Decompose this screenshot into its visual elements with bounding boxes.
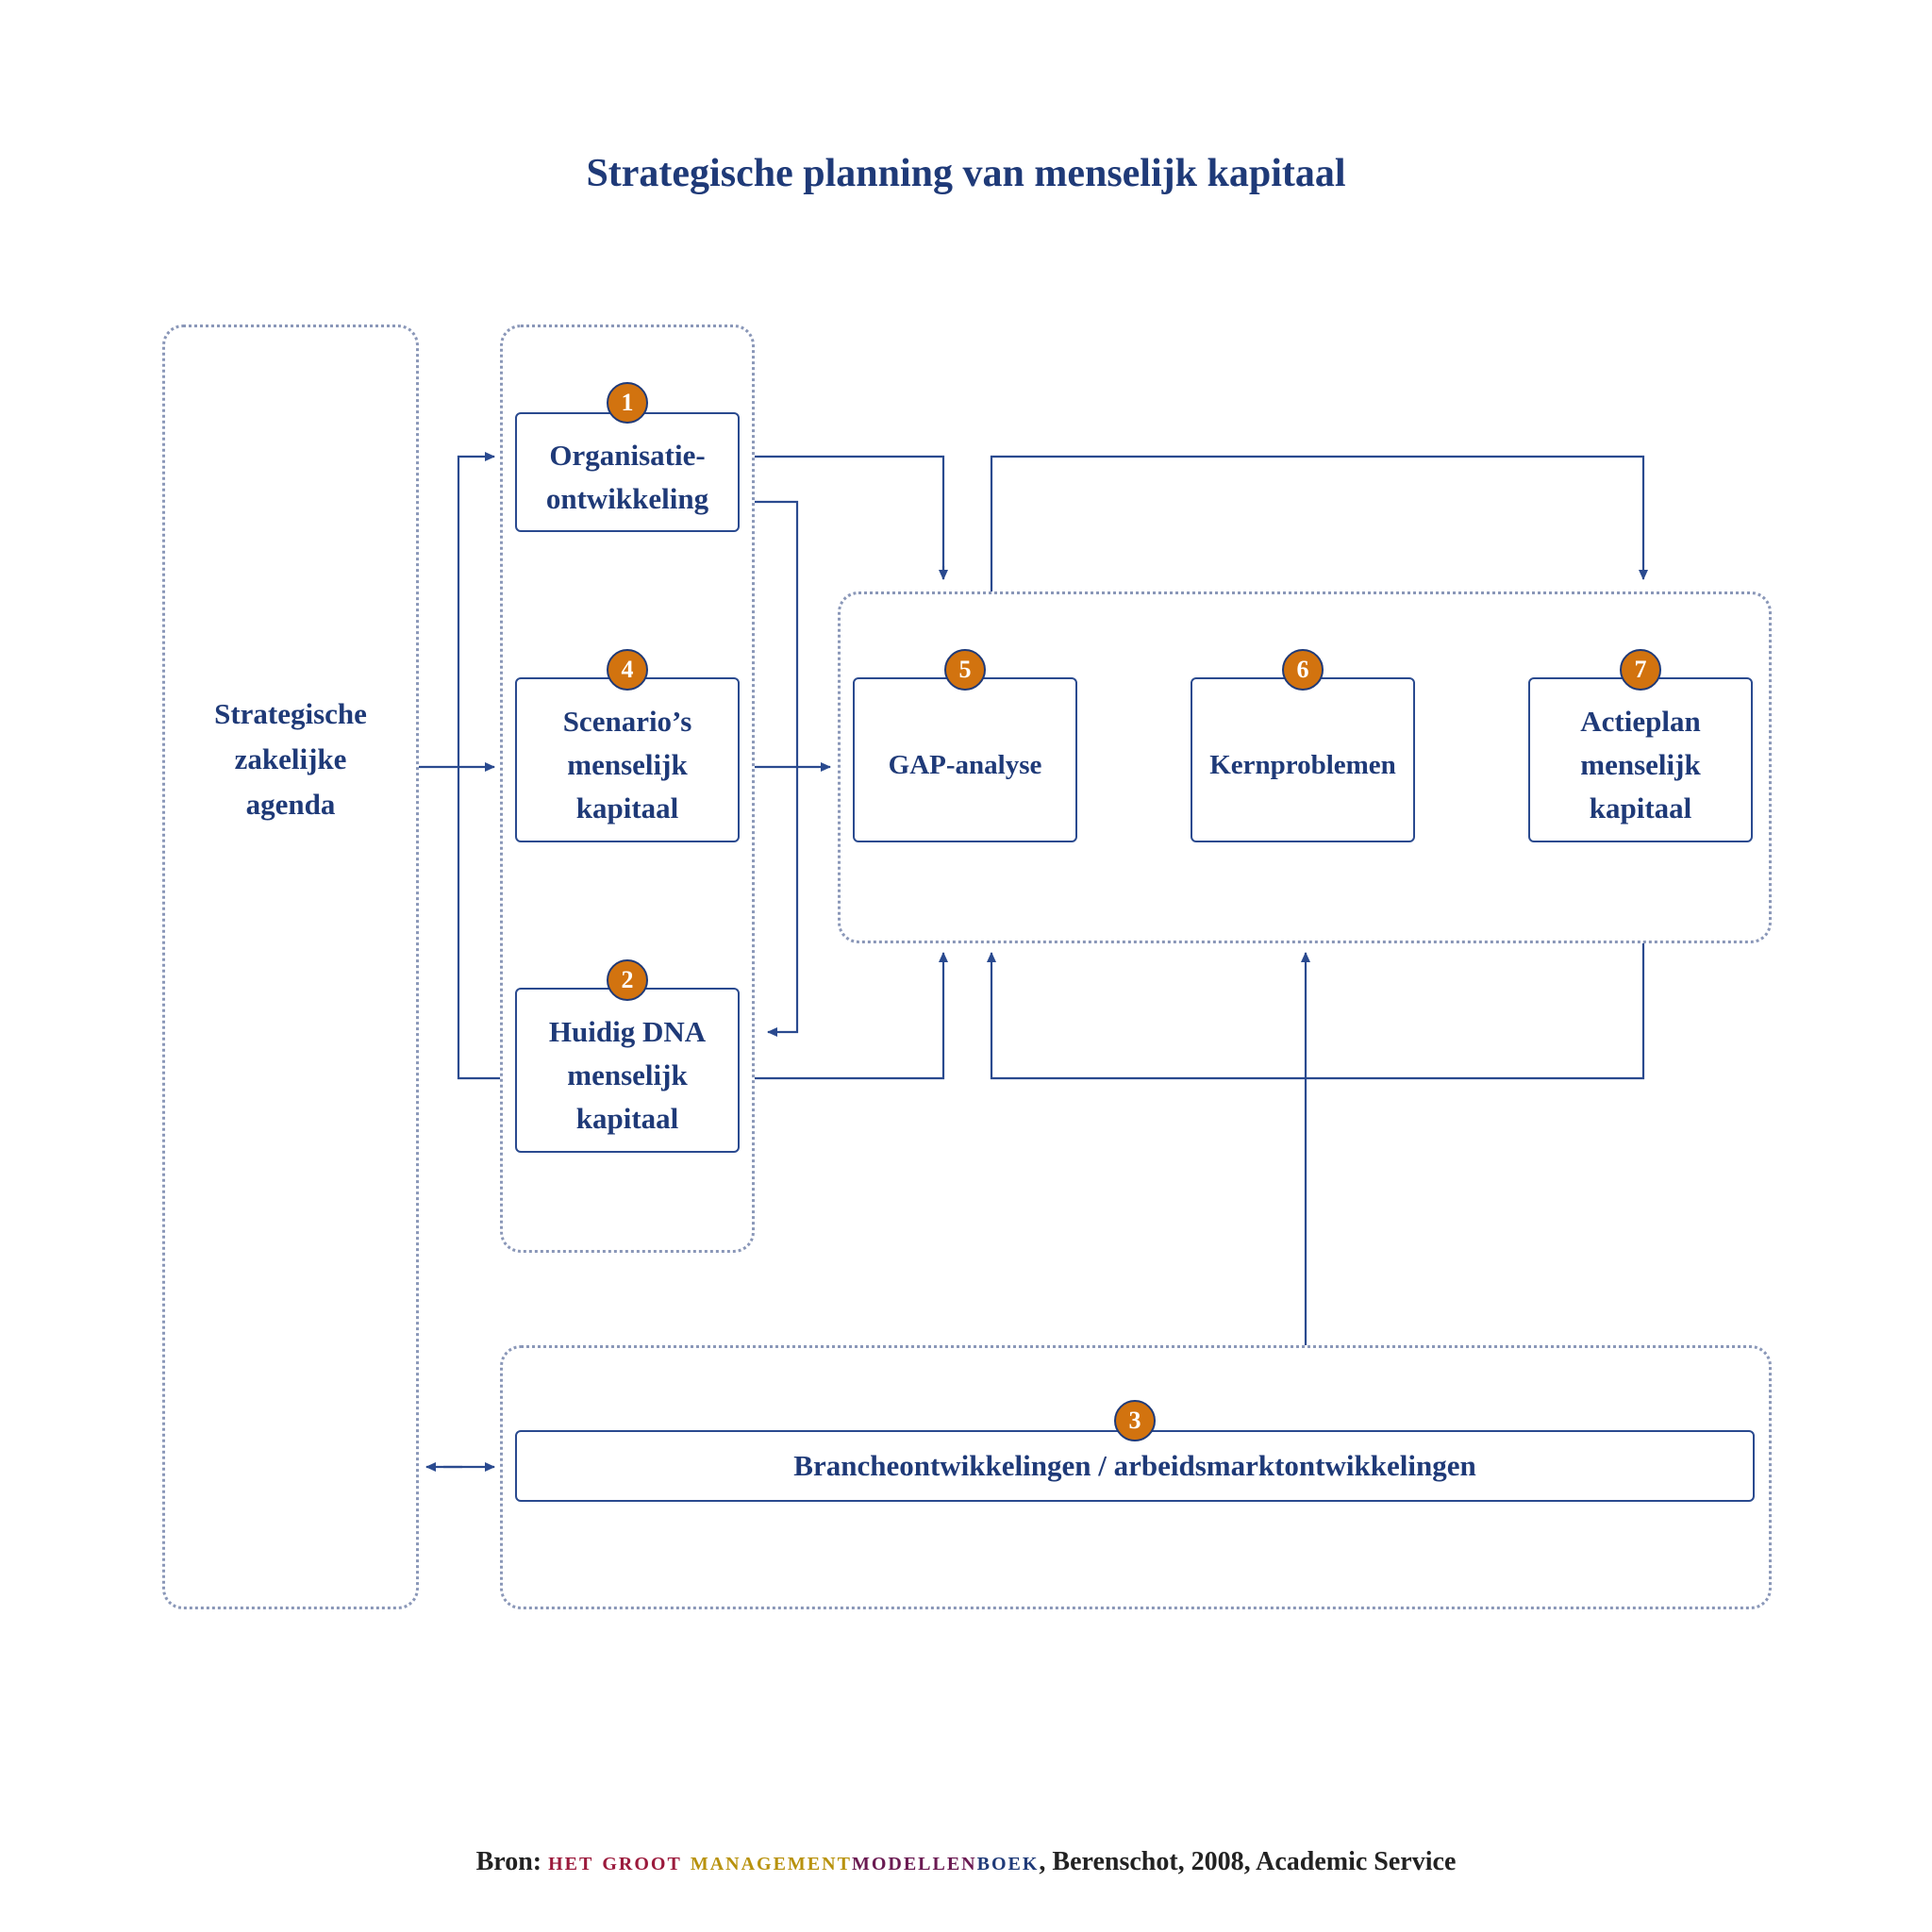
node-6-label: Kernproblemen (1209, 749, 1396, 780)
node-7-badge: 7 (1620, 649, 1661, 691)
group-agenda (162, 325, 419, 1609)
node-5-label: GAP-analyse (888, 749, 1042, 780)
node-3-badge: 3 (1114, 1400, 1156, 1441)
group-analysis (838, 591, 1772, 943)
node-gap-analyse: GAP-analyse (853, 677, 1077, 842)
source-book-part4: boek (976, 1847, 1040, 1876)
node-1-label: Organisatie- ontwikkeling (545, 438, 709, 515)
source-book-part2: management (690, 1847, 852, 1876)
node-2-label: Huidig DNA menselijk kapitaal (548, 1014, 707, 1135)
arrow-gap-to-actieplan (990, 455, 1648, 591)
diagram-title: Strategische planning van menselijk kapi… (586, 152, 1346, 195)
group-branche (500, 1345, 1772, 1609)
arrow-org-to-gap (755, 455, 945, 579)
arrow-dna-to-gap (755, 952, 948, 1080)
node-scenarios: Scenario’s menselijk kapitaal (515, 677, 740, 842)
node-2-badge: 2 (607, 959, 648, 1001)
node-actieplan: Actieplan menselijk kapitaal (1528, 677, 1753, 842)
node-1-badge: 1 (607, 382, 648, 424)
node-organisatieontwikkeling: Organisatie- ontwikkeling (515, 412, 740, 532)
source-citation: Bron: het groot managementmodellenboek, … (0, 1847, 1932, 1877)
node-brancheontwikkelingen: Brancheontwikkelingen / arbeidsmarktontw… (515, 1430, 1755, 1502)
group-input-column (500, 325, 755, 1253)
node-kernproblemen: Kernproblemen (1191, 677, 1415, 842)
source-book-part1: het groot (548, 1847, 691, 1876)
node-huidig-dna: Huidig DNA menselijk kapitaal (515, 988, 740, 1153)
arrow-feedback-to-gap (987, 943, 1645, 1080)
source-book-part3: modellen (851, 1847, 977, 1876)
node-6-badge: 6 (1282, 649, 1324, 691)
node-4-badge: 4 (607, 649, 648, 691)
source-prefix: Bron: (475, 1847, 549, 1876)
node-5-badge: 5 (944, 649, 986, 691)
source-suffix: , Berenschot, 2008, Academic Service (1039, 1847, 1457, 1876)
agenda-label: Strategische zakelijke agenda (214, 697, 367, 821)
node-7-label: Actieplan menselijk kapitaal (1580, 704, 1701, 824)
node-3-label: Brancheontwikkelingen / arbeidsmarktontw… (793, 1449, 1476, 1482)
node-4-label: Scenario’s menselijk kapitaal (562, 704, 692, 824)
